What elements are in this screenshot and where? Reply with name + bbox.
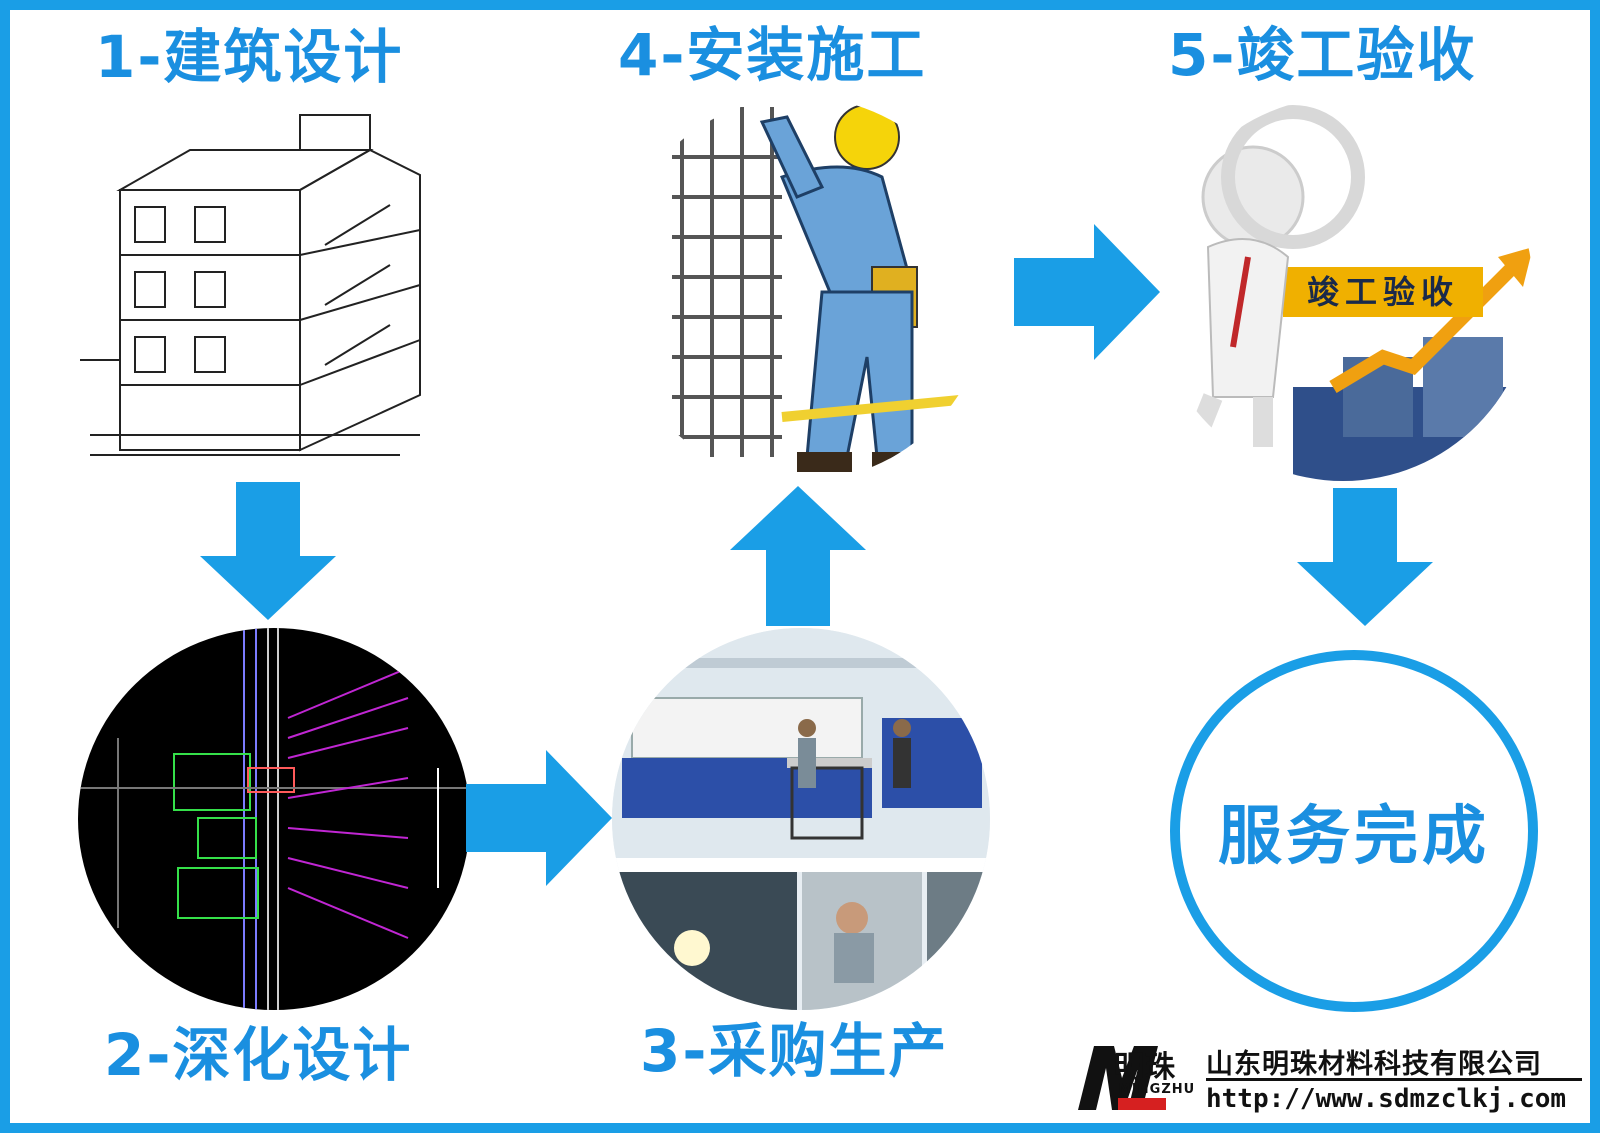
company-branding: 明珠 MINGZHU 山东明珠材料科技有限公司 http://www.sdmzc… [1028, 1038, 1588, 1118]
arrow-down-5-to-done [1297, 488, 1433, 626]
construction-worker-icon [672, 104, 990, 472]
building-section-drawing [70, 95, 470, 475]
company-divider [1206, 1078, 1582, 1081]
company-name: 山东明珠材料科技有限公司 [1206, 1049, 1542, 1080]
building-sketch-icon [80, 114, 421, 456]
installation-worker-image [612, 97, 990, 481]
step-4-title: 4-安装施工 [618, 21, 927, 89]
arrow-right-2-to-3 [466, 750, 612, 886]
inspection-label: 竣工验收 [1306, 273, 1459, 311]
service-complete-circle: 服务完成 [1170, 650, 1538, 1012]
step-3-title: 3-采购生产 [640, 1017, 949, 1085]
brand-name-en: MINGZHU [1118, 1082, 1196, 1097]
cad-drawing-icon [78, 628, 470, 1010]
step-2-title: 2-深化设计 [104, 1021, 413, 1089]
company-logo-icon [1078, 1046, 1166, 1110]
step-1-title: 1-建筑设计 [95, 23, 404, 91]
factory-production-photos [612, 628, 990, 1010]
arrow-right-4-to-5 [1014, 224, 1160, 360]
brand-name-cn: 明珠 [1114, 1050, 1176, 1085]
factory-scene-icon [612, 628, 990, 1010]
company-website-link[interactable]: http://www.sdmzclkj.com [1206, 1084, 1567, 1114]
service-complete-text: 服务完成 [1218, 800, 1490, 874]
cad-detail-drawing [78, 628, 470, 1010]
arrow-up-3-to-4 [730, 486, 866, 626]
arrow-down-1-to-2 [200, 482, 336, 620]
acceptance-inspection-image: 竣工验收 [1153, 97, 1533, 481]
step-5-title: 5-竣工验收 [1168, 21, 1477, 89]
